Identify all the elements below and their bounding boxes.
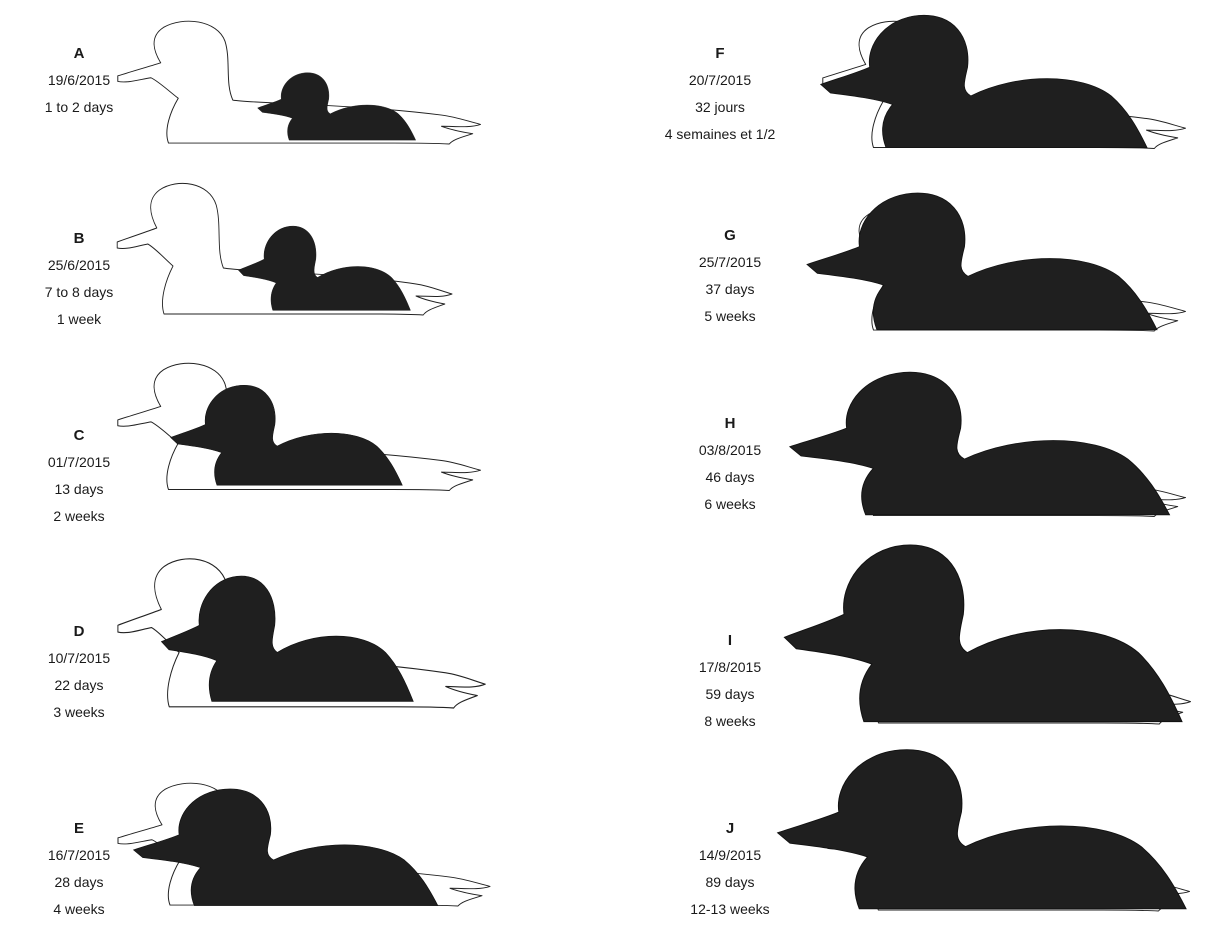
panel-caption-line: 03/8/2015 <box>655 437 805 464</box>
panel-letter: G <box>655 222 805 249</box>
duck-drawing <box>815 18 1205 163</box>
duckling-silhouette <box>784 545 1182 722</box>
panel-caption-line: 25/7/2015 <box>655 249 805 276</box>
panel-caption-line: 59 days <box>655 681 805 708</box>
panel-caption-line: 14/9/2015 <box>655 842 805 869</box>
panel-caption-line: 2 weeks <box>4 503 154 530</box>
duck-drawing <box>820 785 1209 925</box>
panel-caption-line: 37 days <box>655 276 805 303</box>
duck-drawing <box>815 205 1205 345</box>
duck-drawing <box>110 180 470 330</box>
duckling-silhouette <box>778 750 1186 909</box>
panel-caption-line: 89 days <box>655 869 805 896</box>
panel-caption-line: 12-13 weeks <box>655 896 805 923</box>
panel-caption-line: 6 weeks <box>655 491 805 518</box>
duckling-silhouette <box>807 193 1157 330</box>
panel-letter: J <box>655 815 805 842</box>
duckling-silhouette <box>790 372 1170 515</box>
panel-caption-line: 20/7/2015 <box>645 67 795 94</box>
panel-letter: I <box>655 627 805 654</box>
duck-drawing <box>820 580 1209 740</box>
panel-caption-line: 32 jours <box>645 94 795 121</box>
duck-drawing <box>110 780 510 920</box>
panel-caption-line: 17/8/2015 <box>655 654 805 681</box>
panel-caption-line: 8 weeks <box>655 708 805 735</box>
duck-drawing <box>110 18 500 158</box>
panel-caption-line: 4 semaines et 1/2 <box>645 121 795 148</box>
panel-caption-line: 46 days <box>655 464 805 491</box>
duck-drawing <box>110 360 500 505</box>
panel-letter: F <box>645 40 795 67</box>
duck-drawing <box>110 555 505 725</box>
panel-caption-line: 5 weeks <box>655 303 805 330</box>
panel-letter: H <box>655 410 805 437</box>
duck-drawing <box>815 395 1205 530</box>
